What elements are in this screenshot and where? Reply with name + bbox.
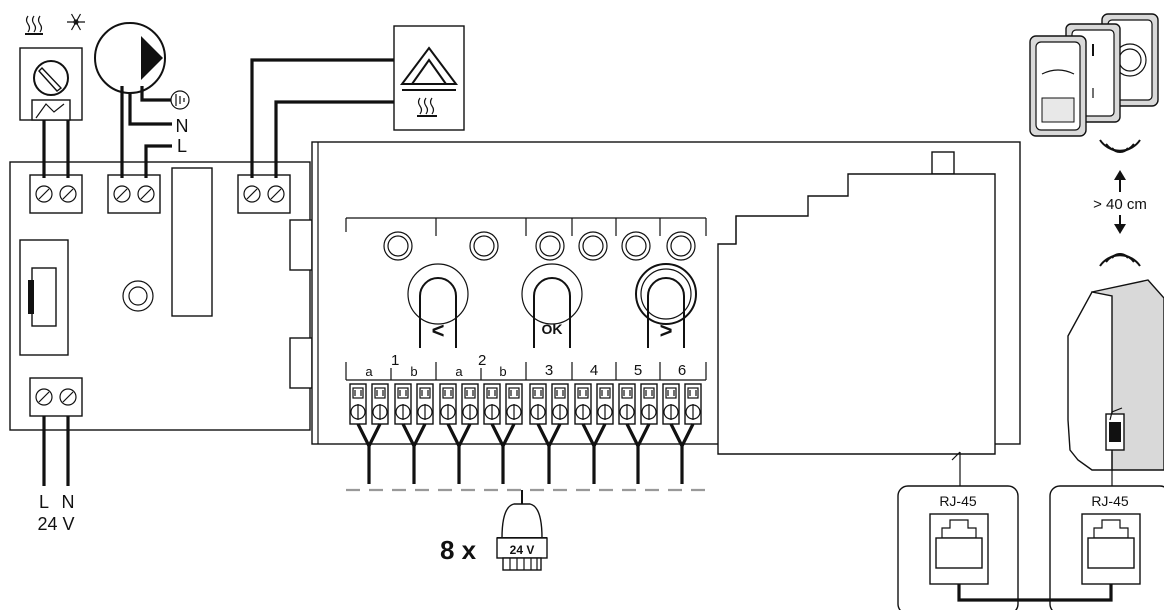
actuator-terminal-strip [349, 383, 702, 425]
rj45-right-label: RJ-45 [1091, 493, 1129, 509]
rj45-left-connector: RJ-45 [897, 451, 1019, 610]
channel-labels: 1 2 a b a b 3 4 5 6 [345, 352, 707, 381]
power-supply-wiring: L N 24 V [37, 416, 75, 534]
thermal-actuator: 24 V [496, 503, 548, 571]
rj45-patch-cable [957, 584, 1113, 602]
channel-4-label: 4 [590, 362, 598, 379]
pump-terminal-block [107, 174, 161, 214]
heat-source-terminal-block [237, 174, 291, 214]
group-1-label: 1 [391, 352, 399, 369]
supply-voltage-label: 24 V [37, 514, 74, 534]
right-button-label: > [660, 318, 673, 343]
room-thermostats [1029, 13, 1159, 137]
ok-button[interactable]: OK [521, 263, 583, 348]
actuator-terminal-pair [574, 383, 614, 425]
wireless-signal-icon [1099, 139, 1141, 153]
actuator-wire [625, 423, 651, 484]
distance-arrows: > 40 cm [1093, 170, 1147, 234]
channel-6-label: 6 [678, 362, 686, 379]
actuator-voltage-label: 24 V [510, 543, 535, 557]
top-wiring [42, 58, 394, 178]
channel-1b-label: b [410, 364, 417, 379]
channel-2b-label: b [499, 364, 506, 379]
actuator-terminal-pair [394, 383, 434, 425]
module-slot [717, 173, 996, 455]
heat-source-box [393, 25, 465, 131]
actuator-wire [356, 423, 382, 484]
rj45-right-connector: RJ-45 [1049, 452, 1164, 610]
actuator-wire [581, 423, 607, 484]
channel-1a-label: a [365, 364, 373, 379]
rj45-left-label: RJ-45 [939, 493, 977, 509]
circulation-pump: N L [94, 22, 190, 156]
right-button[interactable]: > [635, 263, 697, 348]
module-indicator [931, 151, 955, 175]
snowflake-icon [67, 13, 85, 31]
actuator-wire [536, 423, 562, 484]
pump-live-label: L [177, 136, 187, 156]
actuator-wire [446, 423, 472, 484]
heating-symbol-icon [417, 97, 437, 117]
left-button[interactable]: < [407, 263, 469, 348]
channel-3-label: 3 [545, 362, 553, 379]
pump-neutral-label: N [176, 116, 189, 136]
heating-symbol-icon [25, 15, 43, 35]
channel-2a-label: a [455, 364, 463, 379]
actuator-terminal-pair [483, 383, 523, 425]
group-2-label: 2 [478, 352, 486, 369]
actuator-count-label: 8 x [440, 535, 477, 565]
wireless-signal-icon [1099, 253, 1141, 267]
heat-cool-switch [19, 13, 85, 121]
actuator-terminal-pair [439, 383, 479, 425]
ok-button-label: OK [542, 321, 563, 337]
left-button-label: < [432, 318, 445, 343]
wireless-transceiver [1067, 279, 1164, 471]
actuator-wire [490, 423, 516, 484]
supply-live-label: L [39, 492, 49, 512]
relay-block [171, 167, 213, 317]
actuator-wire [401, 423, 427, 484]
channel-leds [383, 231, 696, 261]
actuator-terminal-pair [529, 383, 569, 425]
led-indicator [122, 280, 154, 312]
switch-terminal-block [29, 174, 83, 214]
earth-ground-icon [170, 90, 190, 110]
distance-label: > 40 cm [1093, 196, 1147, 213]
actuator-wire [669, 423, 695, 484]
supply-neutral-label: N [62, 492, 75, 512]
power-terminal-block [29, 377, 83, 417]
channel-5-label: 5 [634, 362, 642, 379]
actuator-wires [356, 423, 695, 484]
